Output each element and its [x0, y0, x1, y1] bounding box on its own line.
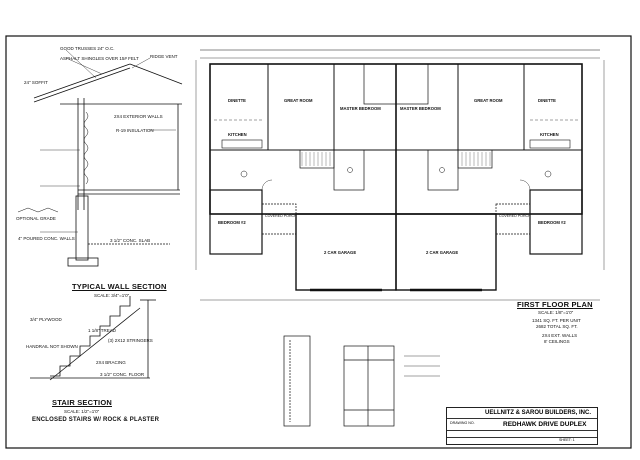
project-name: REDHAWK DRIVE DUPLEX [503, 421, 587, 428]
plan-area-2: 2682 TOTAL SQ. FT. [536, 324, 578, 329]
room-porch-right: COVERED PORCH [499, 214, 531, 218]
room-master-left: MASTER BEDROOM [340, 106, 381, 111]
sheet-border [5, 35, 632, 449]
sheet-number: SHEET: 1 [559, 438, 575, 442]
detail-drawings [283, 335, 440, 427]
wall-section-scale: SCALE: 3/4"=1'0" [94, 293, 130, 298]
wall-note-3: RIDGE VENT [150, 54, 178, 59]
stair-note-5: 2X4 BRACING [96, 360, 126, 365]
room-great-left: GREAT ROOM [284, 98, 313, 103]
stair-section-drawing [30, 296, 156, 381]
room-master-right: MASTER BEDROOM [400, 106, 441, 111]
wall-note-9: 4" POURED CONC. WALLS [18, 236, 75, 241]
stair-note-2: 1 1/8" TREAD [88, 328, 117, 333]
title-block: UELLNITZ & SAROU BUILDERS, INC. DRAWING … [446, 407, 598, 445]
stair-note-6: 3 1/2" CONC. FLOOR [100, 372, 145, 377]
wall-note-1: GOOD TRUSSES 24" O.C. [60, 46, 115, 51]
stair-note-3: (3) 2X12 STRINGERS [108, 338, 153, 343]
room-garage-left: 2 CAR GARAGE [324, 250, 357, 255]
plan-area-3: 2X4 EXT. WALLS [542, 333, 578, 338]
floor-plan-drawing [195, 49, 605, 301]
wall-section-drawing [17, 49, 183, 267]
room-kitchen-left: KITCHEN [228, 132, 247, 137]
wall-note-7: OPTIONAL GRADE [16, 216, 56, 221]
room-kitchen-right: KITCHEN [540, 132, 559, 137]
stair-section-title: STAIR SECTION [52, 398, 112, 407]
room-porch-left: COVERED PORCH [265, 214, 297, 218]
room-garage-right: 2 CAR GARAGE [426, 250, 459, 255]
wall-note-5: 2X4 EXTERIOR WALLS [114, 114, 163, 119]
plan-title: FIRST FLOOR PLAN [517, 300, 593, 309]
stair-note-1: 3/4" PLYWOOD [30, 317, 62, 322]
room-great-right: GREAT ROOM [474, 98, 503, 103]
plan-area-1: 1341 SQ. FT. PER UNIT [532, 318, 581, 323]
wall-note-8: 3 1/2" CONC. SLAB [110, 238, 151, 243]
wall-note-2: ASPHALT SHINGLES OVER 15# FELT [60, 56, 139, 61]
room-dinette-right: DINETTE [538, 98, 556, 103]
room-bed2-left: BEDROOM #2 [218, 220, 246, 225]
wall-section-title: TYPICAL WALL SECTION [72, 282, 167, 291]
wall-note-4: 24" SOFFIT [24, 80, 48, 85]
wall-note-6: R-19 INSULATION [116, 128, 154, 133]
stair-section-subtitle: ENCLOSED STAIRS W/ ROCK & PLASTER [32, 417, 160, 423]
stair-section-scale: SCALE: 1/2"=1'0" [64, 409, 100, 414]
stair-note-4: HANDRAIL NOT SHOWN [26, 344, 78, 349]
plan-area-4: 8' CEILINGS [544, 339, 570, 344]
room-dinette-left: DINETTE [228, 98, 246, 103]
plan-scale: SCALE: 1/8"=1'0" [538, 310, 574, 315]
room-bed2-right: BEDROOM #2 [538, 220, 566, 225]
drawing-label: DRAWING NO. [450, 421, 475, 425]
company-name: UELLNITZ & SAROU BUILDERS, INC. [485, 410, 591, 416]
